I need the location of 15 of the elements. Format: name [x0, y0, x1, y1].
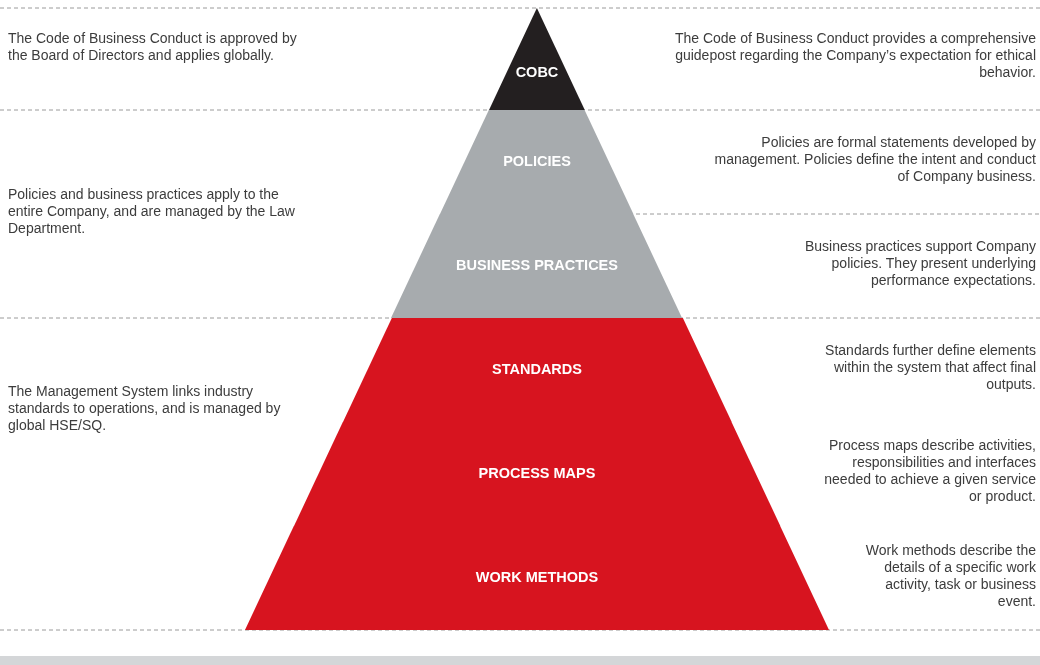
- description-text: Process maps describe activities, responsibilities and interfaces needed to achieve a given service or product.: [823, 437, 1036, 505]
- description-text: The Code of Business Conduct provides a comprehensive guidepost regarding the Company’s expectation for ethical behavior.: [673, 30, 1036, 81]
- description-text: Work methods describe the details of a specific work activity, task or business event.: [864, 542, 1036, 610]
- description-text: Standards further define elements within the system that affect final outputs.: [824, 342, 1036, 393]
- description-text: The Management System links industry standards to operations, and is managed by global HSE/SQ.: [8, 383, 282, 434]
- description-text: Policies are formal statements developed by management. Policies define the intent and conduct of Company business.: [713, 134, 1036, 185]
- tier-label: BUSINESS PRACTICES: [455, 257, 619, 273]
- description-text: The Code of Business Conduct is approved by the Board of Directors and applies globally.: [8, 30, 298, 64]
- tier-label: COBC: [514, 64, 560, 80]
- tier-label: STANDARDS: [491, 361, 583, 377]
- description-text: Policies and business practices apply to the entire Company, and are managed by the Law Department.: [8, 186, 296, 237]
- tier-label: PROCESS MAPS: [477, 465, 597, 481]
- description-text: Business practices support Company policies. They present underlying performance expectations.: [803, 238, 1036, 289]
- tier-label: WORK METHODS: [474, 569, 600, 585]
- tier-label: POLICIES: [502, 153, 572, 169]
